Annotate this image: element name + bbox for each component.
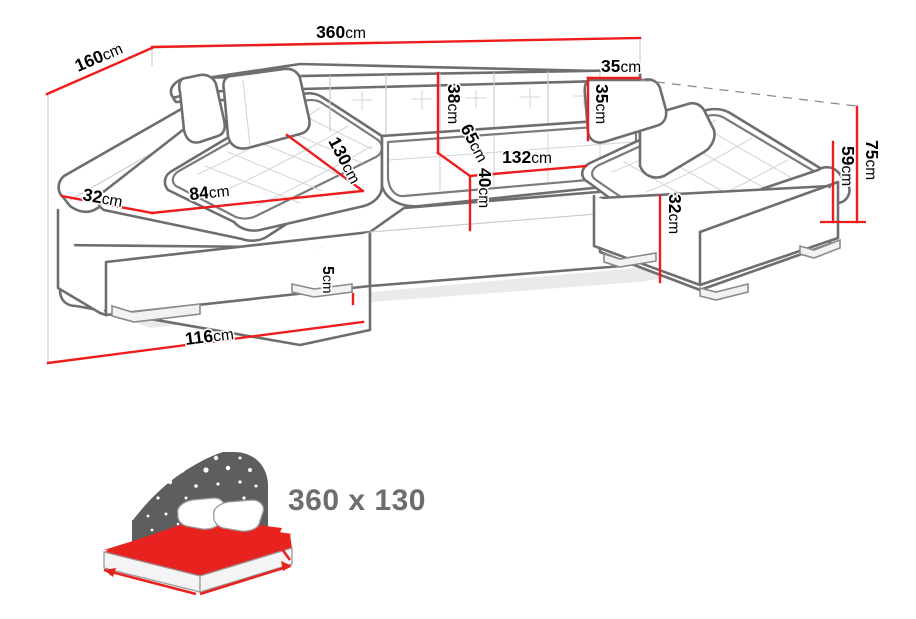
dimline-armrest-left [60,194,154,215]
label-armrest-left-unit: cm [100,191,123,211]
svg-text:35cm: 35cm [601,56,641,76]
dimline-left-seat-depth [285,133,365,193]
svg-text:360cm: 360cm [316,22,366,42]
label-back-height-right-value: 59 [838,146,858,166]
label-cushion-height-unit: cm [592,103,609,124]
svg-text:84cm: 84cm [188,180,230,204]
label-overall-width-unit: cm [345,25,366,42]
label-overall-width-value: 360 [316,22,345,42]
label-back-height-right-unit: cm [838,165,855,186]
label-seat-height-value: 40 [475,168,495,188]
bed-sleeping-area-icon: 360 x 130 [103,446,426,596]
svg-text:40cm: 40cm [475,168,495,208]
dimline-left-seat-width [150,189,364,215]
dimline-left-base-width [46,320,365,365]
svg-text:132cm: 132cm [502,147,552,167]
dimline-middle-seat-width [468,164,588,178]
label-middle-seat-width-value: 132 [502,147,531,167]
label-cushion-height-value: 35 [592,84,612,104]
label-left-seat-width-value: 84 [188,182,210,204]
svg-text:5cm: 5cm [319,266,336,294]
label-left-seat-width-unit: cm [208,183,230,202]
label-left-base-width-value: 116 [184,326,215,349]
svg-text:160cm: 160cm [72,38,126,76]
label-seat-height-unit: cm [475,187,492,208]
label-overall-height-unit: cm [862,159,879,180]
label-overall-height-value: 75 [862,140,882,160]
sleeping-area-label: 360 x 130 [288,484,426,517]
sofa-illustration [56,62,851,347]
label-middle-seat-width-unit: cm [531,150,552,167]
label-backrest-height-value: 38 [444,84,464,104]
dimension-labels: 160cm 360cm 32cm 84cm 130cm [70,20,883,350]
sofa-legs [111,238,841,323]
label-left-base-width-unit: cm [212,326,235,345]
svg-text:38cm: 38cm [444,84,464,124]
svg-text:32cm: 32cm [665,194,685,234]
label-base-height-right-unit: cm [665,213,682,234]
svg-text:59cm: 59cm [838,146,858,186]
label-base-height-right-value: 32 [665,194,685,214]
label-leg-height-value: 5 [319,266,336,275]
label-cushion-width-value: 35 [601,56,621,76]
dimline-overall-width [150,36,642,49]
dimline-seat-diagonal [436,151,472,178]
dashed-perspective-line [639,79,857,107]
svg-text:35cm: 35cm [592,84,612,124]
svg-text:32cm: 32cm [81,184,124,211]
dimension-lines [45,36,866,365]
dimline-overall-depth [45,46,154,96]
label-leg-height-unit: cm [320,275,336,294]
label-cushion-width-unit: cm [620,59,641,76]
svg-text:75cm: 75cm [862,140,882,180]
label-backrest-height-unit: cm [444,103,461,124]
